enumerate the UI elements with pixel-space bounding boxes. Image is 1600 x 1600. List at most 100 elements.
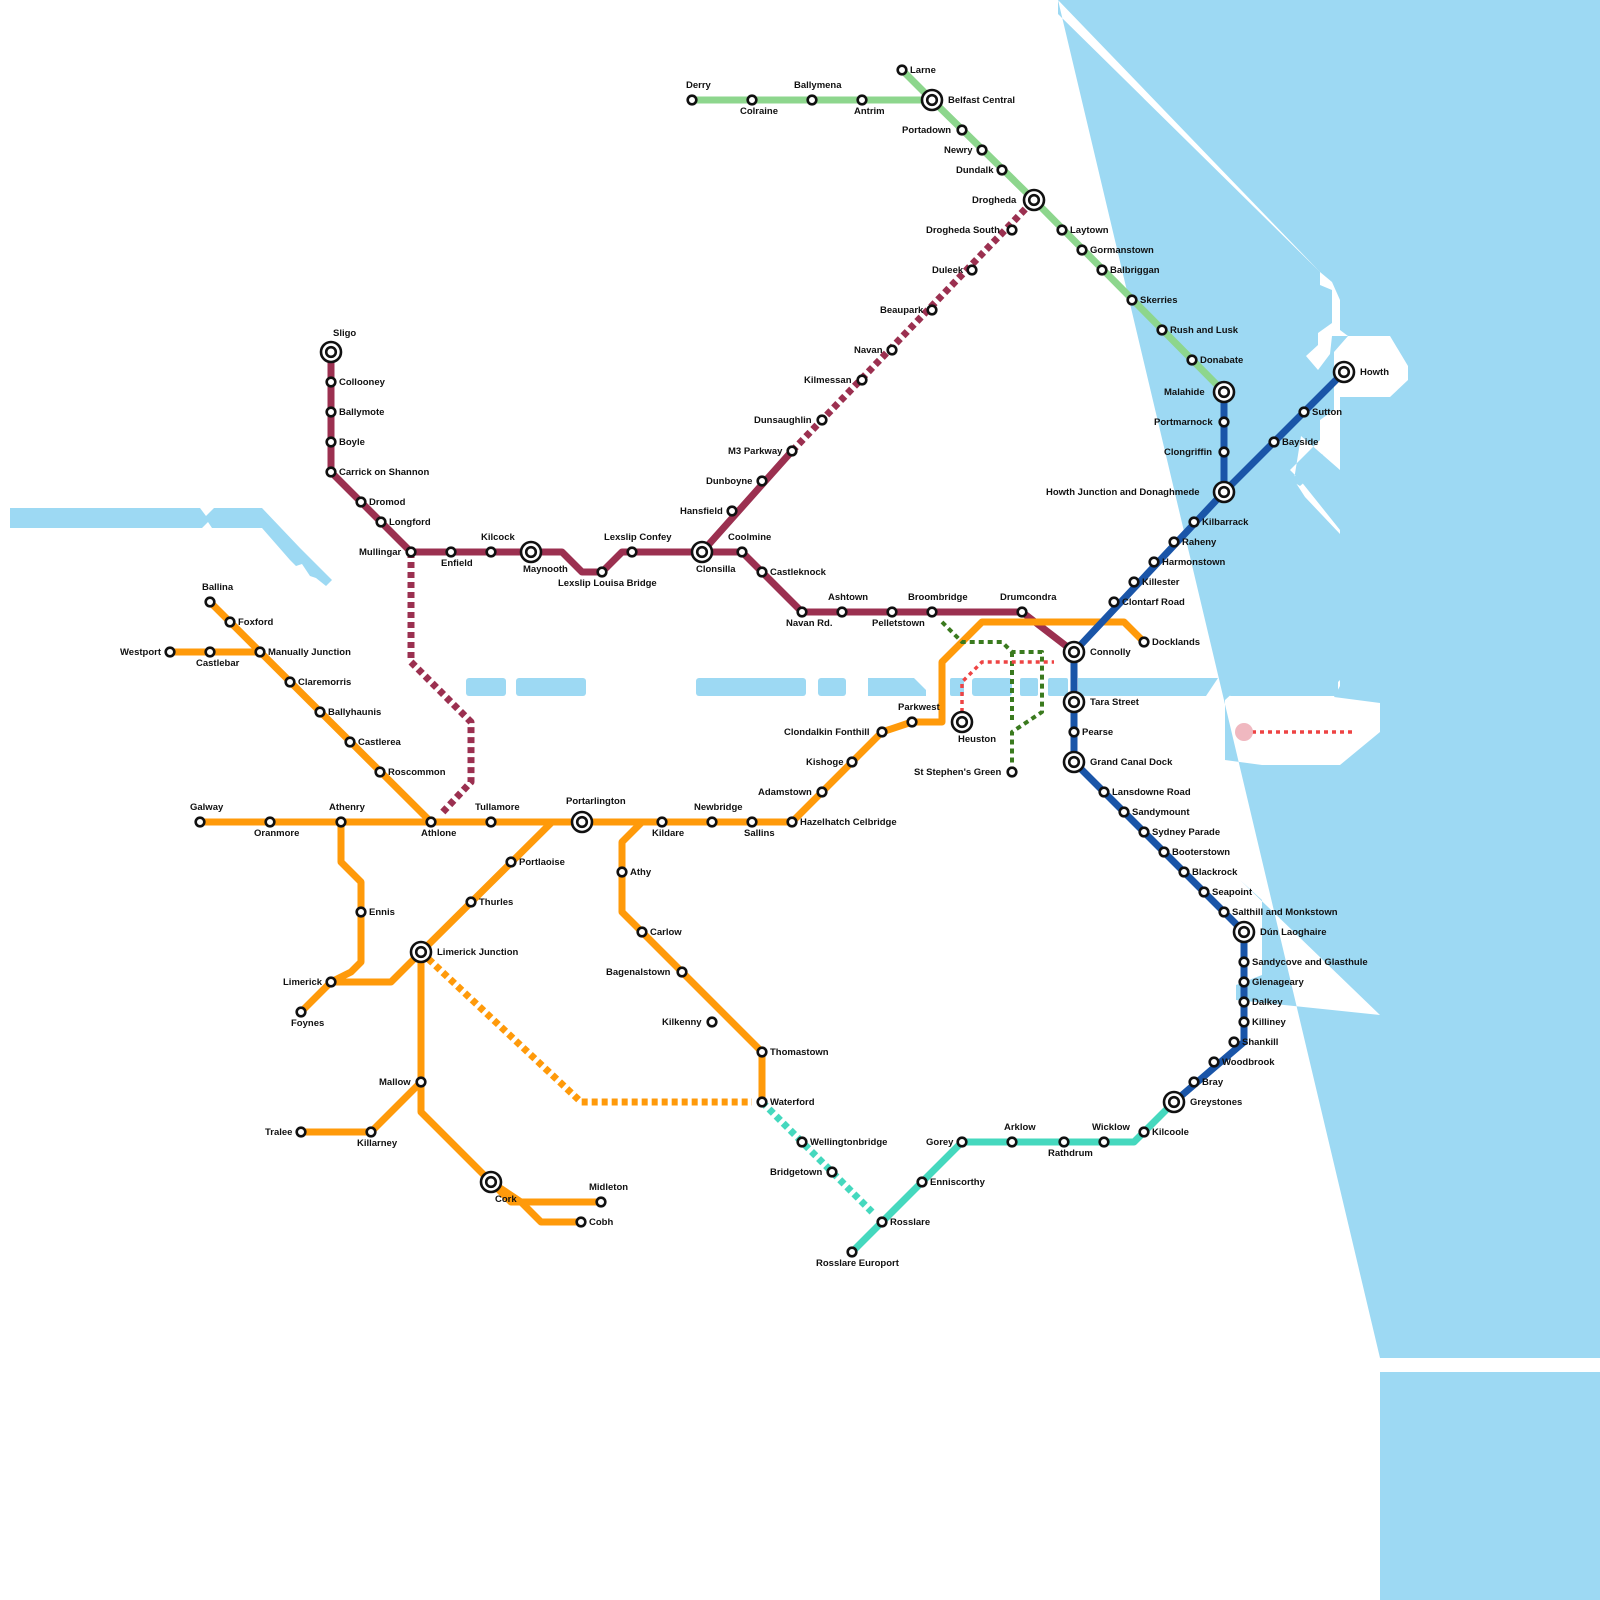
station-portadown[interactable]: Portadown <box>902 124 968 136</box>
station-carlow[interactable]: Carlow <box>636 926 683 938</box>
station-dun-laoghaire[interactable]: Dún Laoghaire <box>1232 920 1327 944</box>
station-killiney[interactable]: Killiney <box>1238 1016 1287 1028</box>
station-sandymount[interactable]: Sandymount <box>1118 806 1191 818</box>
station-donabate[interactable]: Donabate <box>1186 354 1244 366</box>
station-mallow[interactable]: Mallow <box>379 1076 427 1088</box>
station-collooney[interactable]: Collooney <box>325 376 386 388</box>
station-clongriffin[interactable]: Clongriffin <box>1164 446 1230 458</box>
station-ennis[interactable]: Ennis <box>355 906 395 918</box>
station-st-stephens-green[interactable]: St Stephen's Green <box>914 766 1018 778</box>
station-bridgetown[interactable]: Bridgetown <box>770 1166 838 1178</box>
station-navan[interactable]: Navan <box>854 344 898 356</box>
station-skerries[interactable]: Skerries <box>1126 294 1178 306</box>
station-limerick-junction[interactable]: Limerick Junction <box>409 940 518 964</box>
station-sydney-parade[interactable]: Sydney Parade <box>1138 826 1220 838</box>
station-thomastown[interactable]: Thomastown <box>756 1046 829 1058</box>
station-kilcoole[interactable]: Kilcoole <box>1138 1126 1189 1138</box>
station-drogheda-south[interactable]: Drogheda South <box>926 224 1018 236</box>
station-kildare[interactable]: Kildare <box>652 816 684 839</box>
station-dromod[interactable]: Dromod <box>355 496 406 508</box>
station-thurles[interactable]: Thurles <box>465 896 514 908</box>
station-athlone[interactable]: Athlone <box>421 816 456 839</box>
station-colraine[interactable]: Colraine <box>740 94 778 117</box>
station-balbriggan[interactable]: Balbriggan <box>1096 264 1160 276</box>
station-ashtown[interactable]: Ashtown <box>828 592 868 618</box>
station-shankill[interactable]: Shankill <box>1228 1036 1279 1048</box>
station-howth[interactable]: Howth <box>1332 360 1389 384</box>
station-sandycove[interactable]: Sandycove and Glasthule <box>1238 956 1368 968</box>
station-clontarf-road[interactable]: Clontarf Road <box>1108 596 1185 608</box>
station-woodbrook[interactable]: Woodbrook <box>1208 1056 1276 1068</box>
station-dalkey[interactable]: Dalkey <box>1238 996 1284 1008</box>
station-m3-parkway[interactable]: M3 Parkway <box>728 445 798 457</box>
station-cork[interactable]: Cork <box>479 1170 517 1205</box>
station-tralee[interactable]: Tralee <box>265 1126 307 1138</box>
station-coolmine[interactable]: Coolmine <box>728 532 771 558</box>
station-killester[interactable]: Killester <box>1128 576 1180 588</box>
station-bray[interactable]: Bray <box>1188 1076 1224 1088</box>
station-duleek[interactable]: Duleek <box>932 264 978 276</box>
station-westport[interactable]: Westport <box>120 646 176 658</box>
station-parkwest[interactable]: Parkwest <box>898 702 941 728</box>
station-broombridge[interactable]: Broombridge <box>908 592 968 618</box>
station-newbridge[interactable]: Newbridge <box>694 802 743 828</box>
station-wellingtonbridge[interactable]: Wellingtonbridge <box>796 1136 888 1148</box>
station-ballymote[interactable]: Ballymote <box>325 406 385 418</box>
station-portlaoise[interactable]: Portlaoise <box>505 856 565 868</box>
station-raheny[interactable]: Raheny <box>1168 536 1217 548</box>
station-castlerea[interactable]: Castlerea <box>344 736 402 748</box>
station-kilkenny[interactable]: Kilkenny <box>662 1016 718 1028</box>
station-enfield[interactable]: Enfield <box>441 546 473 569</box>
station-derry[interactable]: Derry <box>686 80 712 106</box>
station-howth-junction[interactable]: Howth Junction and Donaghmede <box>1046 480 1236 504</box>
station-greystones[interactable]: Greystones <box>1162 1090 1242 1114</box>
station-lexslip-confey[interactable]: Lexslip Confey <box>604 532 672 558</box>
station-pelletstown[interactable]: Pelletstown <box>872 606 925 629</box>
station-gorey[interactable]: Gorey <box>926 1136 968 1148</box>
station-killarney[interactable]: Killarney <box>357 1126 398 1149</box>
station-rathdrum[interactable]: Rathdrum <box>1048 1136 1093 1159</box>
station-bagenalstown[interactable]: Bagenalstown <box>606 966 688 978</box>
station-kilmessan[interactable]: Kilmessan <box>804 374 868 386</box>
station-docklands[interactable]: Docklands <box>1138 636 1200 648</box>
station-roscommon[interactable]: Roscommon <box>374 766 446 778</box>
station-pearse[interactable]: Pearse <box>1068 726 1113 738</box>
station-kishoge[interactable]: Kishoge <box>806 756 858 768</box>
station-hazelhatch[interactable]: Hazelhatch Celbridge <box>786 816 897 828</box>
station-arklow[interactable]: Arklow <box>1004 1122 1036 1148</box>
station-malahide[interactable]: Malahide <box>1164 380 1236 404</box>
station-claremorris[interactable]: Claremorris <box>284 676 352 688</box>
station-booterstown[interactable]: Booterstown <box>1158 846 1231 858</box>
station-ballina[interactable]: Ballina <box>202 582 234 608</box>
station-clondalkin[interactable]: Clondalkin Fonthill <box>784 726 888 738</box>
station-salthill[interactable]: Salthill and Monkstown <box>1218 906 1338 918</box>
station-foynes[interactable]: Foynes <box>291 1006 324 1029</box>
station-limerick[interactable]: Limerick <box>283 976 337 988</box>
station-mullingar[interactable]: Mullingar <box>359 546 417 558</box>
station-wicklow[interactable]: Wicklow <box>1092 1122 1131 1148</box>
station-sutton[interactable]: Sutton <box>1298 406 1343 418</box>
station-adamstown[interactable]: Adamstown <box>758 786 828 798</box>
station-drumcondra[interactable]: Drumcondra <box>1000 592 1057 618</box>
station-athenry[interactable]: Athenry <box>329 802 366 828</box>
station-dunsaughlin[interactable]: Dunsaughlin <box>754 414 828 426</box>
station-glenageary[interactable]: Glenageary <box>1238 976 1305 988</box>
station-heuston[interactable]: Heuston <box>950 710 996 745</box>
station-gormanstown[interactable]: Gormanstown <box>1076 244 1154 256</box>
station-oranmore[interactable]: Oranmore <box>254 816 299 839</box>
station-midleton[interactable]: Midleton <box>589 1182 628 1208</box>
station-carrick-on-shannon[interactable]: Carrick on Shannon <box>325 466 430 478</box>
station-ballyhaunis[interactable]: Ballyhaunis <box>314 706 382 718</box>
station-bayside[interactable]: Bayside <box>1268 436 1319 448</box>
station-lansdowne-road[interactable]: Lansdowne Road <box>1098 786 1191 798</box>
station-harmonstown[interactable]: Harmonstown <box>1148 556 1226 568</box>
station-hansfield[interactable]: Hansfield <box>680 505 738 517</box>
station-beaupark[interactable]: Beaupark <box>880 304 938 316</box>
station-connolly[interactable]: Connolly <box>1062 640 1131 664</box>
station-cobh[interactable]: Cobh <box>575 1216 614 1228</box>
station-castlebar[interactable]: Castlebar <box>196 646 240 669</box>
station-tara-street[interactable]: Tara Street <box>1062 690 1140 714</box>
station-blackrock[interactable]: Blackrock <box>1178 866 1238 878</box>
station-ballymena[interactable]: Ballymena <box>794 80 842 106</box>
station-navan-rd[interactable]: Navan Rd. <box>786 606 832 629</box>
